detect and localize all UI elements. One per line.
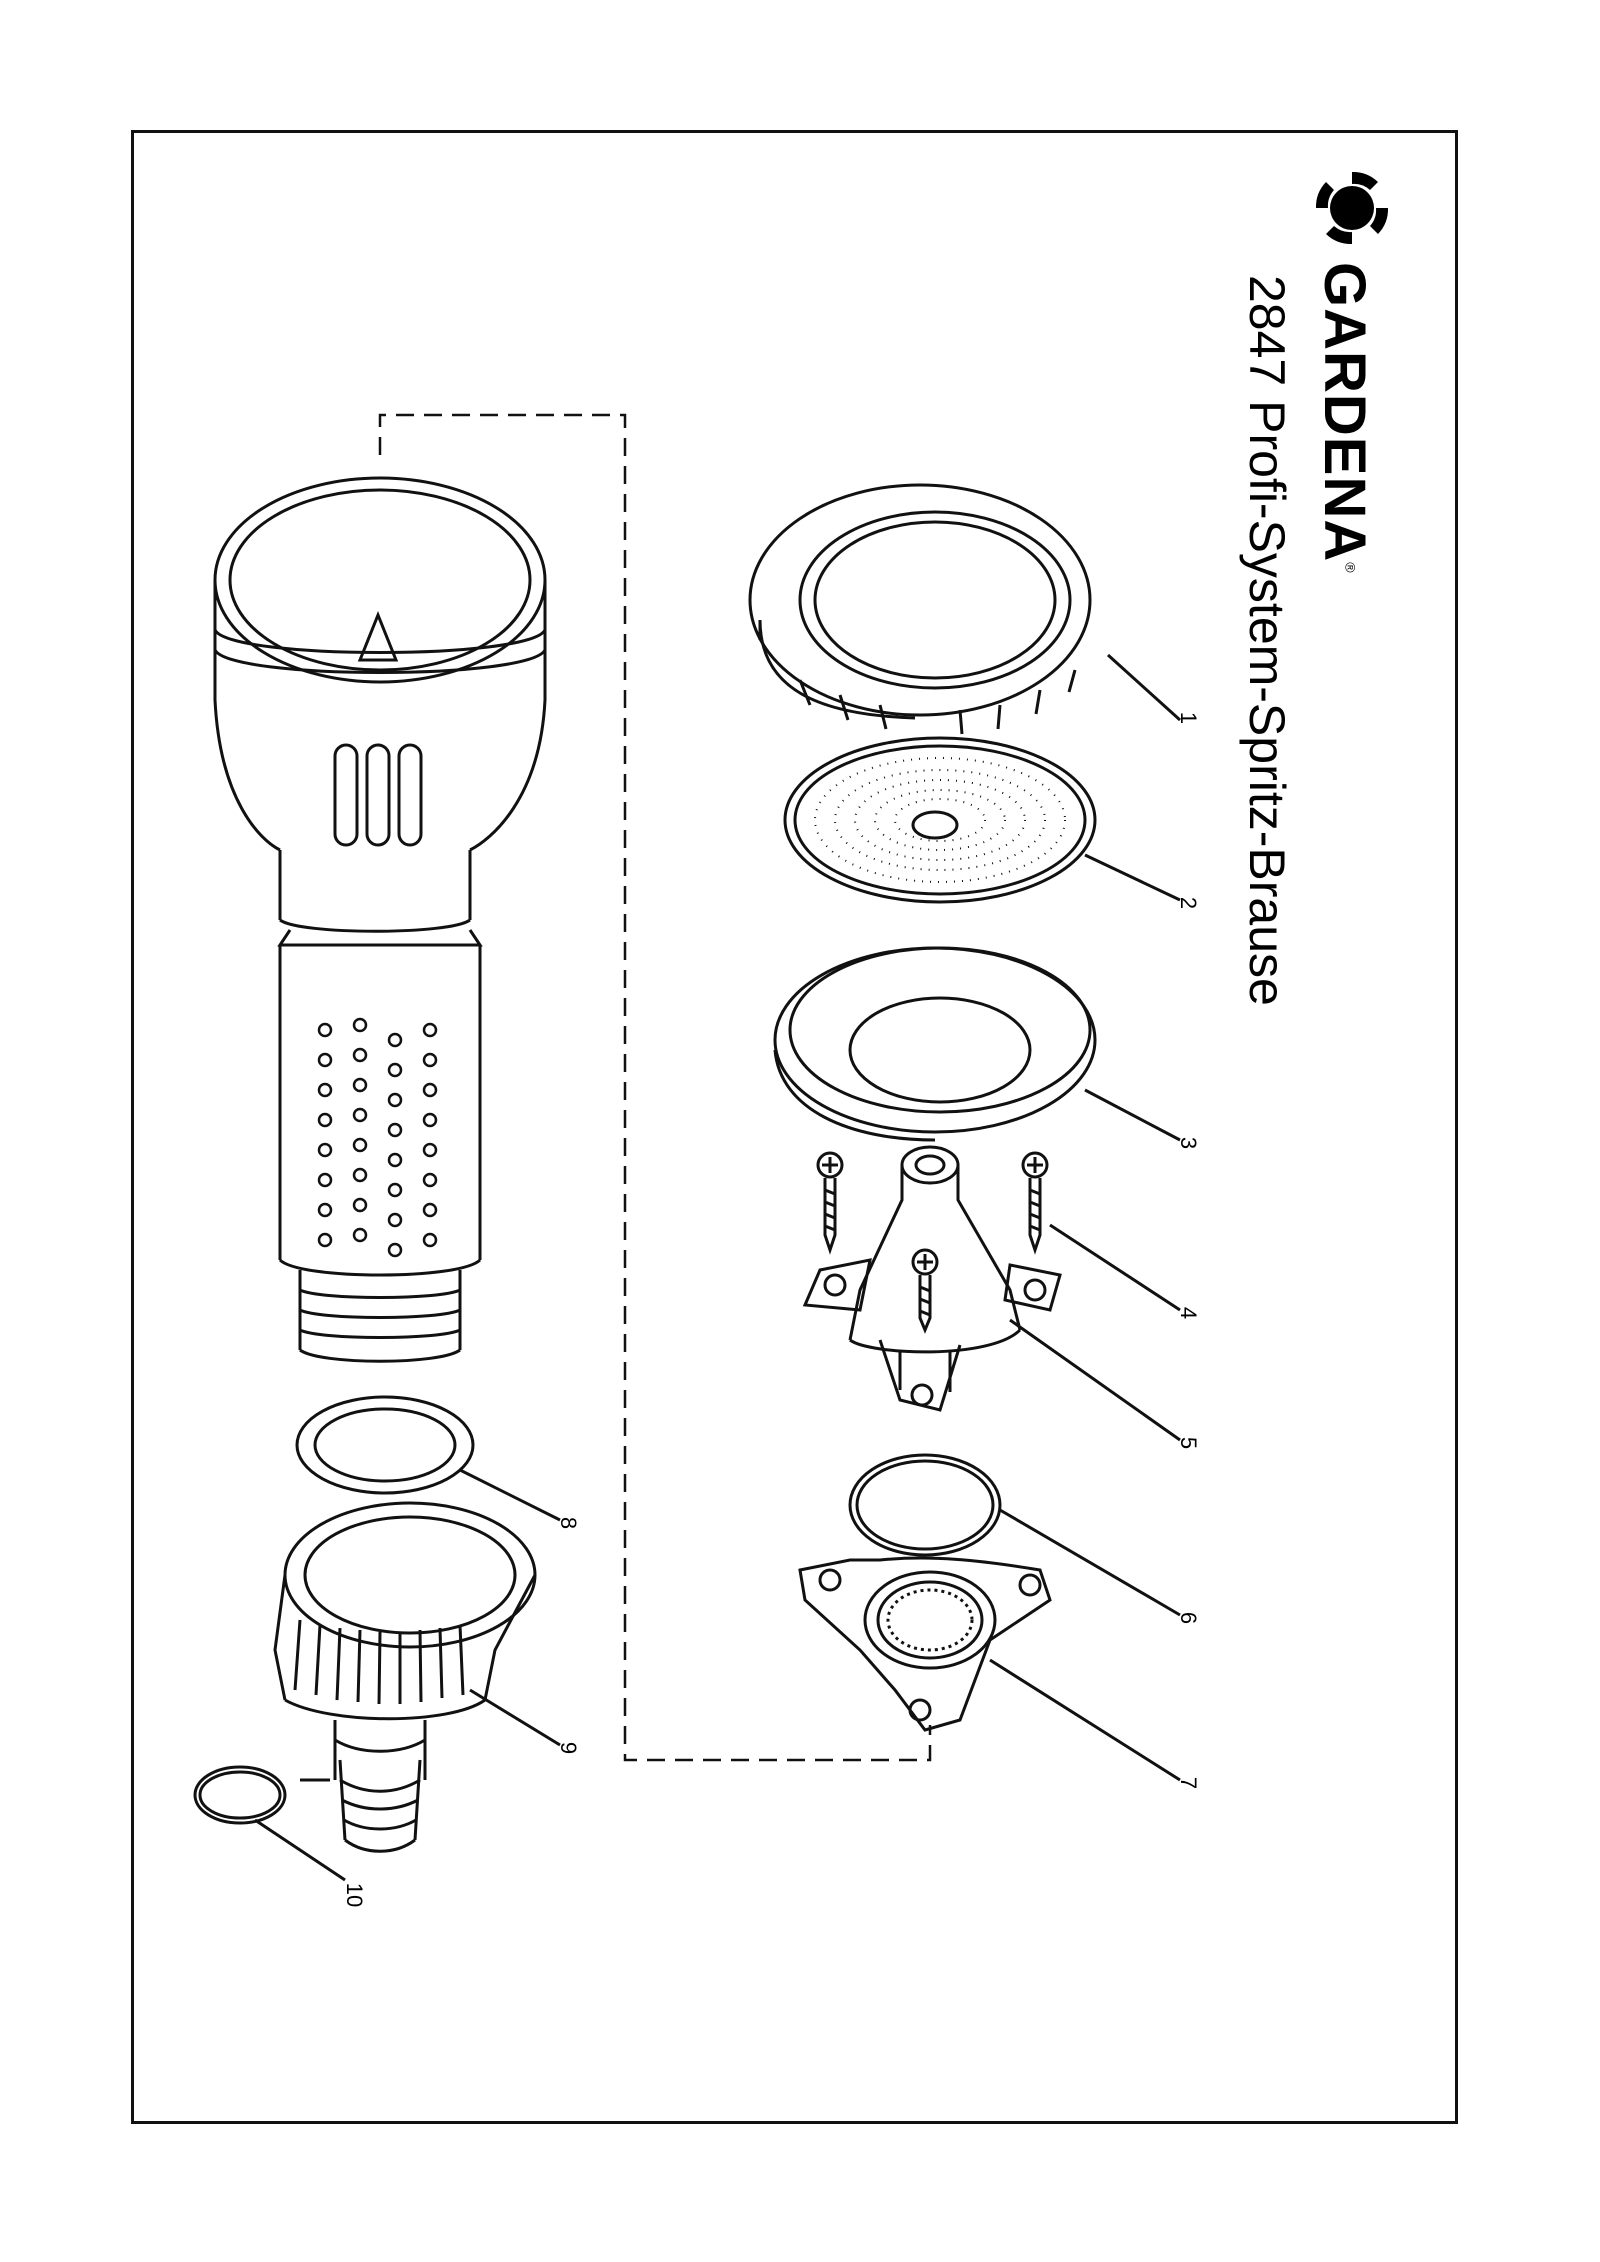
part-6-o-ring bbox=[848, 1453, 1002, 1557]
part-number-8: 8 bbox=[556, 1516, 582, 1530]
part-9-hose-connector bbox=[273, 1501, 537, 1853]
part-2-spray-disc bbox=[783, 736, 1097, 904]
part-number-5: 5 bbox=[1176, 1436, 1202, 1450]
leader-2 bbox=[1084, 853, 1181, 902]
part-3-seal-washer bbox=[773, 946, 1097, 1142]
part-number-7: 7 bbox=[1176, 1776, 1202, 1790]
part-7-base-flange bbox=[798, 1556, 1052, 1732]
part-4-screws bbox=[816, 1151, 1049, 1334]
leader-3 bbox=[1084, 1088, 1181, 1142]
leader-6 bbox=[999, 1508, 1181, 1617]
gardena-logo-icon bbox=[1315, 171, 1389, 245]
part-number-4: 4 bbox=[1176, 1306, 1202, 1320]
part-1-coupling-ring bbox=[748, 483, 1092, 735]
leader-5 bbox=[1009, 1318, 1181, 1442]
leader-10 bbox=[254, 1818, 346, 1882]
part-number-3: 3 bbox=[1176, 1136, 1202, 1150]
part-8-washer bbox=[295, 1395, 475, 1495]
part-10-o-ring bbox=[193, 1765, 287, 1825]
part-number-1: 1 bbox=[1176, 711, 1202, 725]
page-frame bbox=[131, 130, 1458, 2124]
leader-1 bbox=[1106, 653, 1182, 722]
spray-handle-body bbox=[213, 476, 547, 1363]
assembly-line bbox=[378, 413, 932, 1762]
part-5-spray-body bbox=[802, 1145, 1062, 1412]
part-number-9: 9 bbox=[556, 1741, 582, 1755]
part-number-10: 10 bbox=[342, 1882, 368, 1908]
part-number-2: 2 bbox=[1176, 896, 1202, 910]
leader-7 bbox=[989, 1658, 1181, 1782]
leader-9 bbox=[469, 1688, 561, 1747]
leader-8 bbox=[459, 1468, 561, 1522]
leader-4 bbox=[1049, 1223, 1181, 1312]
part-number-6: 6 bbox=[1176, 1611, 1202, 1625]
tube-holes bbox=[317, 1017, 438, 1258]
